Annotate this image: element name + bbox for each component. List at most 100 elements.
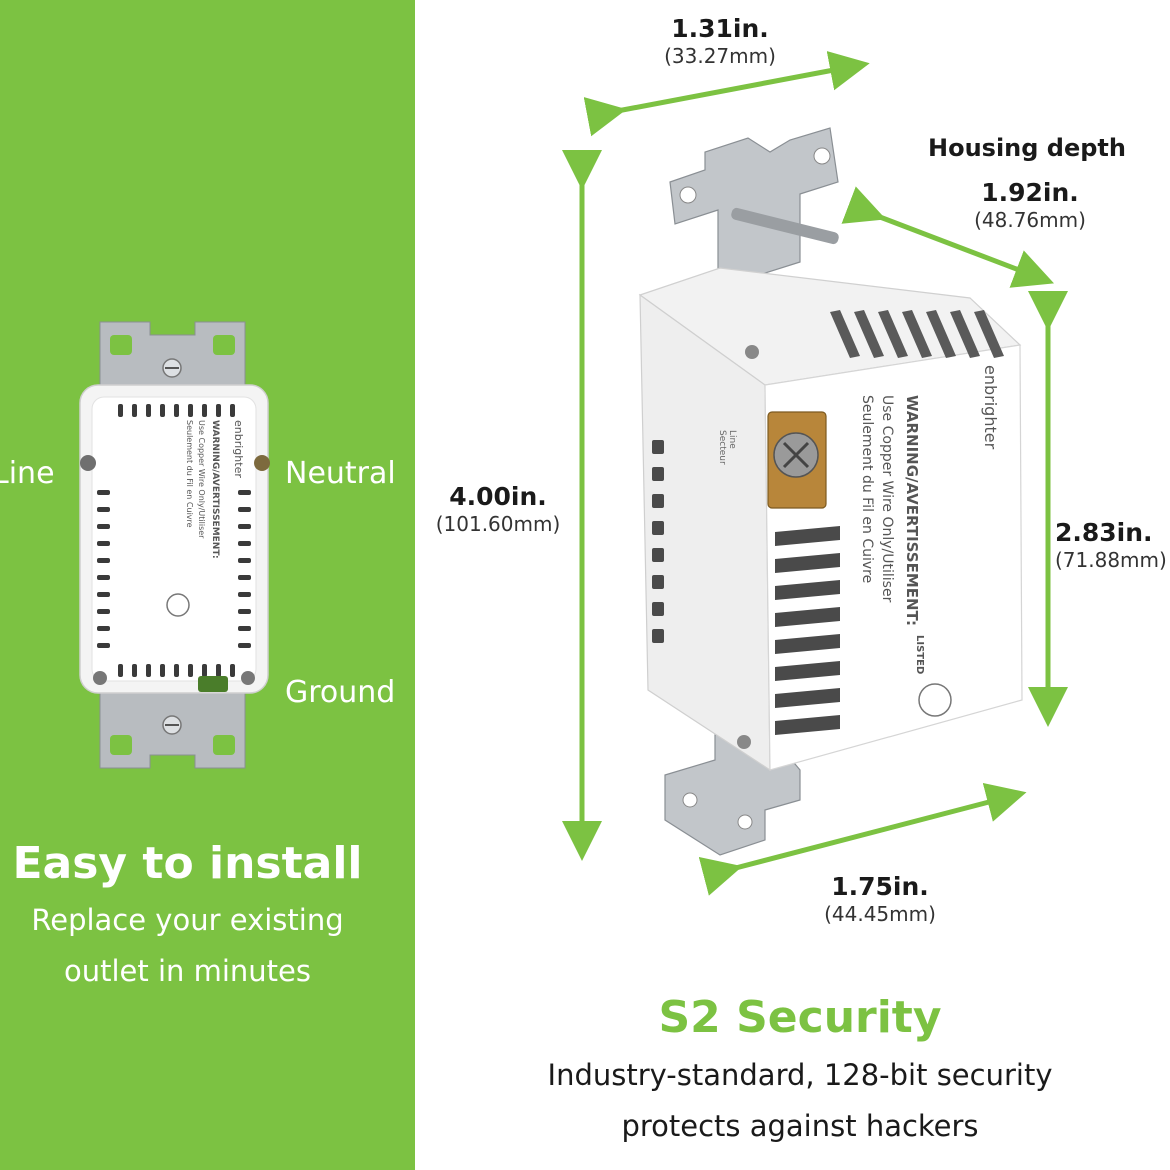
vent-slot [830, 310, 860, 358]
vent-slot [652, 440, 664, 454]
housing-depth-label: Housing depth [928, 134, 1126, 162]
vent-slot [97, 643, 110, 648]
outlet-housing-front: enbrighter WARNING/AVERTISSEMENT: Use Co… [79, 384, 270, 694]
vent-slot [775, 715, 840, 735]
vent-slot [974, 310, 1004, 358]
vent-slot [146, 404, 151, 417]
easy-install-heading: Easy to install [12, 838, 363, 889]
vent-slot [97, 524, 110, 529]
vent-slot [775, 634, 840, 654]
dim-housing-depth: 1.92in. (48.76mm) [960, 178, 1100, 232]
vent-slot [238, 592, 251, 597]
easy-install-subtext-2: outlet in minutes [63, 954, 312, 988]
vent-slot [775, 580, 840, 600]
vent-slot [926, 310, 956, 358]
brand-label-front: enbrighter [232, 420, 245, 478]
vent-slot [238, 507, 251, 512]
vent-slot [775, 661, 840, 681]
vent-slot [202, 404, 207, 417]
vent-slot [132, 404, 137, 417]
vent-slot [230, 664, 235, 677]
warning-label-3d: WARNING/AVERTISSEMENT: [903, 395, 921, 626]
vent-slot [188, 664, 193, 677]
vent-slot [132, 664, 137, 677]
front-outlet-illustration: enbrighter WARNING/AVERTISSEMENT: Use Co… [79, 321, 270, 769]
vent-slot [118, 664, 123, 677]
vent-slot [202, 664, 207, 677]
dim-body-height-metric: (71.88mm) [1055, 548, 1167, 572]
vent-slot [238, 541, 251, 546]
vent-slot [97, 490, 110, 495]
vent-slot [652, 602, 664, 616]
vent-slot [238, 558, 251, 563]
copper-fr-label-front: Seulement du Fil en Cuivre [185, 420, 194, 528]
vent-slot [174, 664, 179, 677]
line-label: Line [0, 456, 55, 491]
vent-slot [902, 310, 932, 358]
copper-label-front: Use Copper Wire Only/Utiliser [197, 420, 206, 539]
ul-mark-front [166, 593, 190, 617]
vent-slot [775, 688, 840, 708]
vent-slot [652, 629, 664, 643]
left-panel: enbrighter WARNING/AVERTISSEMENT: Use Co… [0, 0, 415, 1170]
warning-label-front: WARNING/AVERTISSEMENT: [210, 420, 220, 559]
dim-height: 4.00in. (101.60mm) [427, 482, 569, 536]
vent-slot [775, 526, 840, 546]
vent-slot [652, 467, 664, 481]
vent-slot [854, 310, 884, 358]
arrow-housing-depth [841, 186, 1055, 288]
vent-slot [878, 310, 908, 358]
dim-body-height: 2.83in. (71.88mm) [1055, 518, 1170, 572]
dim-housing-depth-metric: (48.76mm) [974, 208, 1086, 232]
vent-slot [216, 404, 221, 417]
vent-slot [652, 494, 664, 508]
vent-slot [97, 558, 110, 563]
vent-slot [146, 664, 151, 677]
dim-housing-depth-value: 1.92in. [981, 178, 1079, 207]
line-terminal-label: Line [727, 430, 737, 449]
vent-slot [238, 643, 251, 648]
vent-slot [775, 607, 840, 627]
dim-top-width-value: 1.31in. [671, 14, 769, 43]
arrow-body-width [698, 782, 1027, 896]
vent-slot [97, 609, 110, 614]
bottom-mounting-strap [99, 689, 246, 769]
dim-body-width-metric: (44.45mm) [824, 902, 936, 926]
vent-slot [97, 541, 110, 546]
security-subtext-2: protects against hackers [621, 1109, 979, 1143]
dim-top-width-metric: (33.27mm) [664, 44, 776, 68]
vent-slot [238, 575, 251, 580]
vent-slot [238, 609, 251, 614]
top-mounting-strap [99, 321, 246, 396]
outlet-3d-illustration: enbrighter WARNING/AVERTISSEMENT: Use Co… [638, 127, 1023, 856]
vent-slot [950, 310, 980, 358]
vent-slot [216, 664, 221, 677]
dim-top-width: 1.31in. (33.27mm) [650, 14, 790, 68]
dim-height-value: 4.00in. [449, 482, 547, 511]
security-heading: S2 Security [658, 992, 942, 1043]
copper-label-3d: Use Copper Wire Only/Utiliser [879, 395, 895, 603]
vent-slot [160, 664, 165, 677]
ul-mark-3d [918, 683, 952, 717]
brand-label-3d: enbrighter [981, 365, 1000, 450]
vent-slot [97, 626, 110, 631]
vent-slot [188, 404, 193, 417]
vent-slot [230, 404, 235, 417]
easy-install-subtext-1: Replace your existing [31, 903, 344, 937]
dim-body-height-value: 2.83in. [1055, 518, 1153, 547]
vent-slot [775, 553, 840, 573]
dim-body-width: 1.75in. (44.45mm) [810, 872, 950, 926]
arrow-top-width [583, 50, 870, 137]
vent-slot [238, 490, 251, 495]
vent-slot [97, 592, 110, 597]
vent-slot [652, 521, 664, 535]
vent-slot [238, 626, 251, 631]
security-subtext-1: Industry-standard, 128-bit security [547, 1058, 1053, 1092]
vent-slot [97, 575, 110, 580]
vent-slot [118, 404, 123, 417]
dim-height-metric: (101.60mm) [435, 512, 561, 536]
dim-body-width-value: 1.75in. [831, 872, 929, 901]
vent-slot [238, 524, 251, 529]
vent-slot [652, 575, 664, 589]
